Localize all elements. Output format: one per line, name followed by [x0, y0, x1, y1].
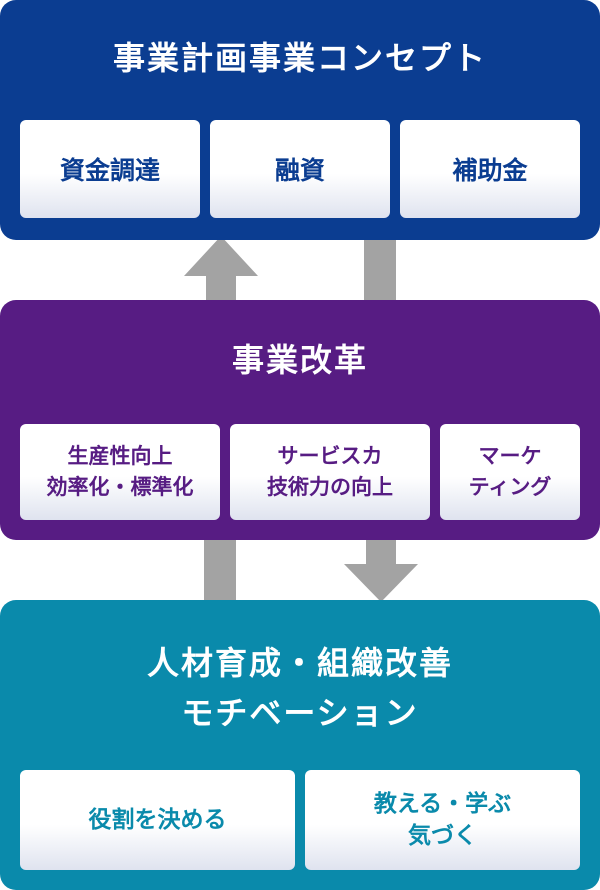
card-service-label: サービスカ 技術力の向上 — [267, 444, 393, 499]
arrow-down-to-bottom — [344, 536, 418, 602]
card-funding-label: 資金調達 — [59, 156, 160, 185]
card-productivity: 生産性向上 効率化・標準化 — [20, 424, 220, 520]
card-funding: 資金調達 — [20, 120, 200, 218]
card-assign-roles: 役割を決める — [20, 770, 295, 870]
card-teach-learn: 教える・学ぶ 気づく — [305, 770, 580, 870]
card-productivity-label: 生産性向上 効率化・標準化 — [46, 444, 194, 499]
card-subsidy: 補助金 — [400, 120, 580, 218]
arrow-up-to-top — [184, 236, 258, 306]
card-loan: 融資 — [210, 120, 390, 218]
card-assign-roles-label: 役割を決める — [88, 807, 227, 833]
hr-development-panel: 人材育成・組織改善 モチベーション 役割を決める 教える・学ぶ 気づく — [0, 600, 600, 890]
card-subsidy-label: 補助金 — [452, 156, 528, 185]
card-teach-learn-label: 教える・学ぶ 気づく — [373, 791, 512, 849]
card-marketing-label: マーケ ティング — [468, 444, 552, 499]
arrow-up-from-bottom — [204, 536, 236, 606]
card-loan-label: 融資 — [274, 156, 325, 185]
business-concept-title: 事業計画事業コンセプト — [112, 39, 487, 77]
hr-development-title: 人材育成・組織改善 モチベーション — [146, 644, 453, 732]
card-marketing: マーケ ティング — [440, 424, 580, 520]
card-service: サービスカ 技術力の向上 — [230, 424, 430, 520]
arrow-down-from-top — [364, 236, 396, 306]
business-concept-panel: 事業計画事業コンセプト 資金調達 融資 補助金 — [0, 0, 600, 240]
business-reform-title: 事業改革 — [231, 341, 368, 379]
business-reform-panel: 事業改革 生産性向上 効率化・標準化 サービスカ 技術力の向上 マーケ ティング — [0, 300, 600, 540]
